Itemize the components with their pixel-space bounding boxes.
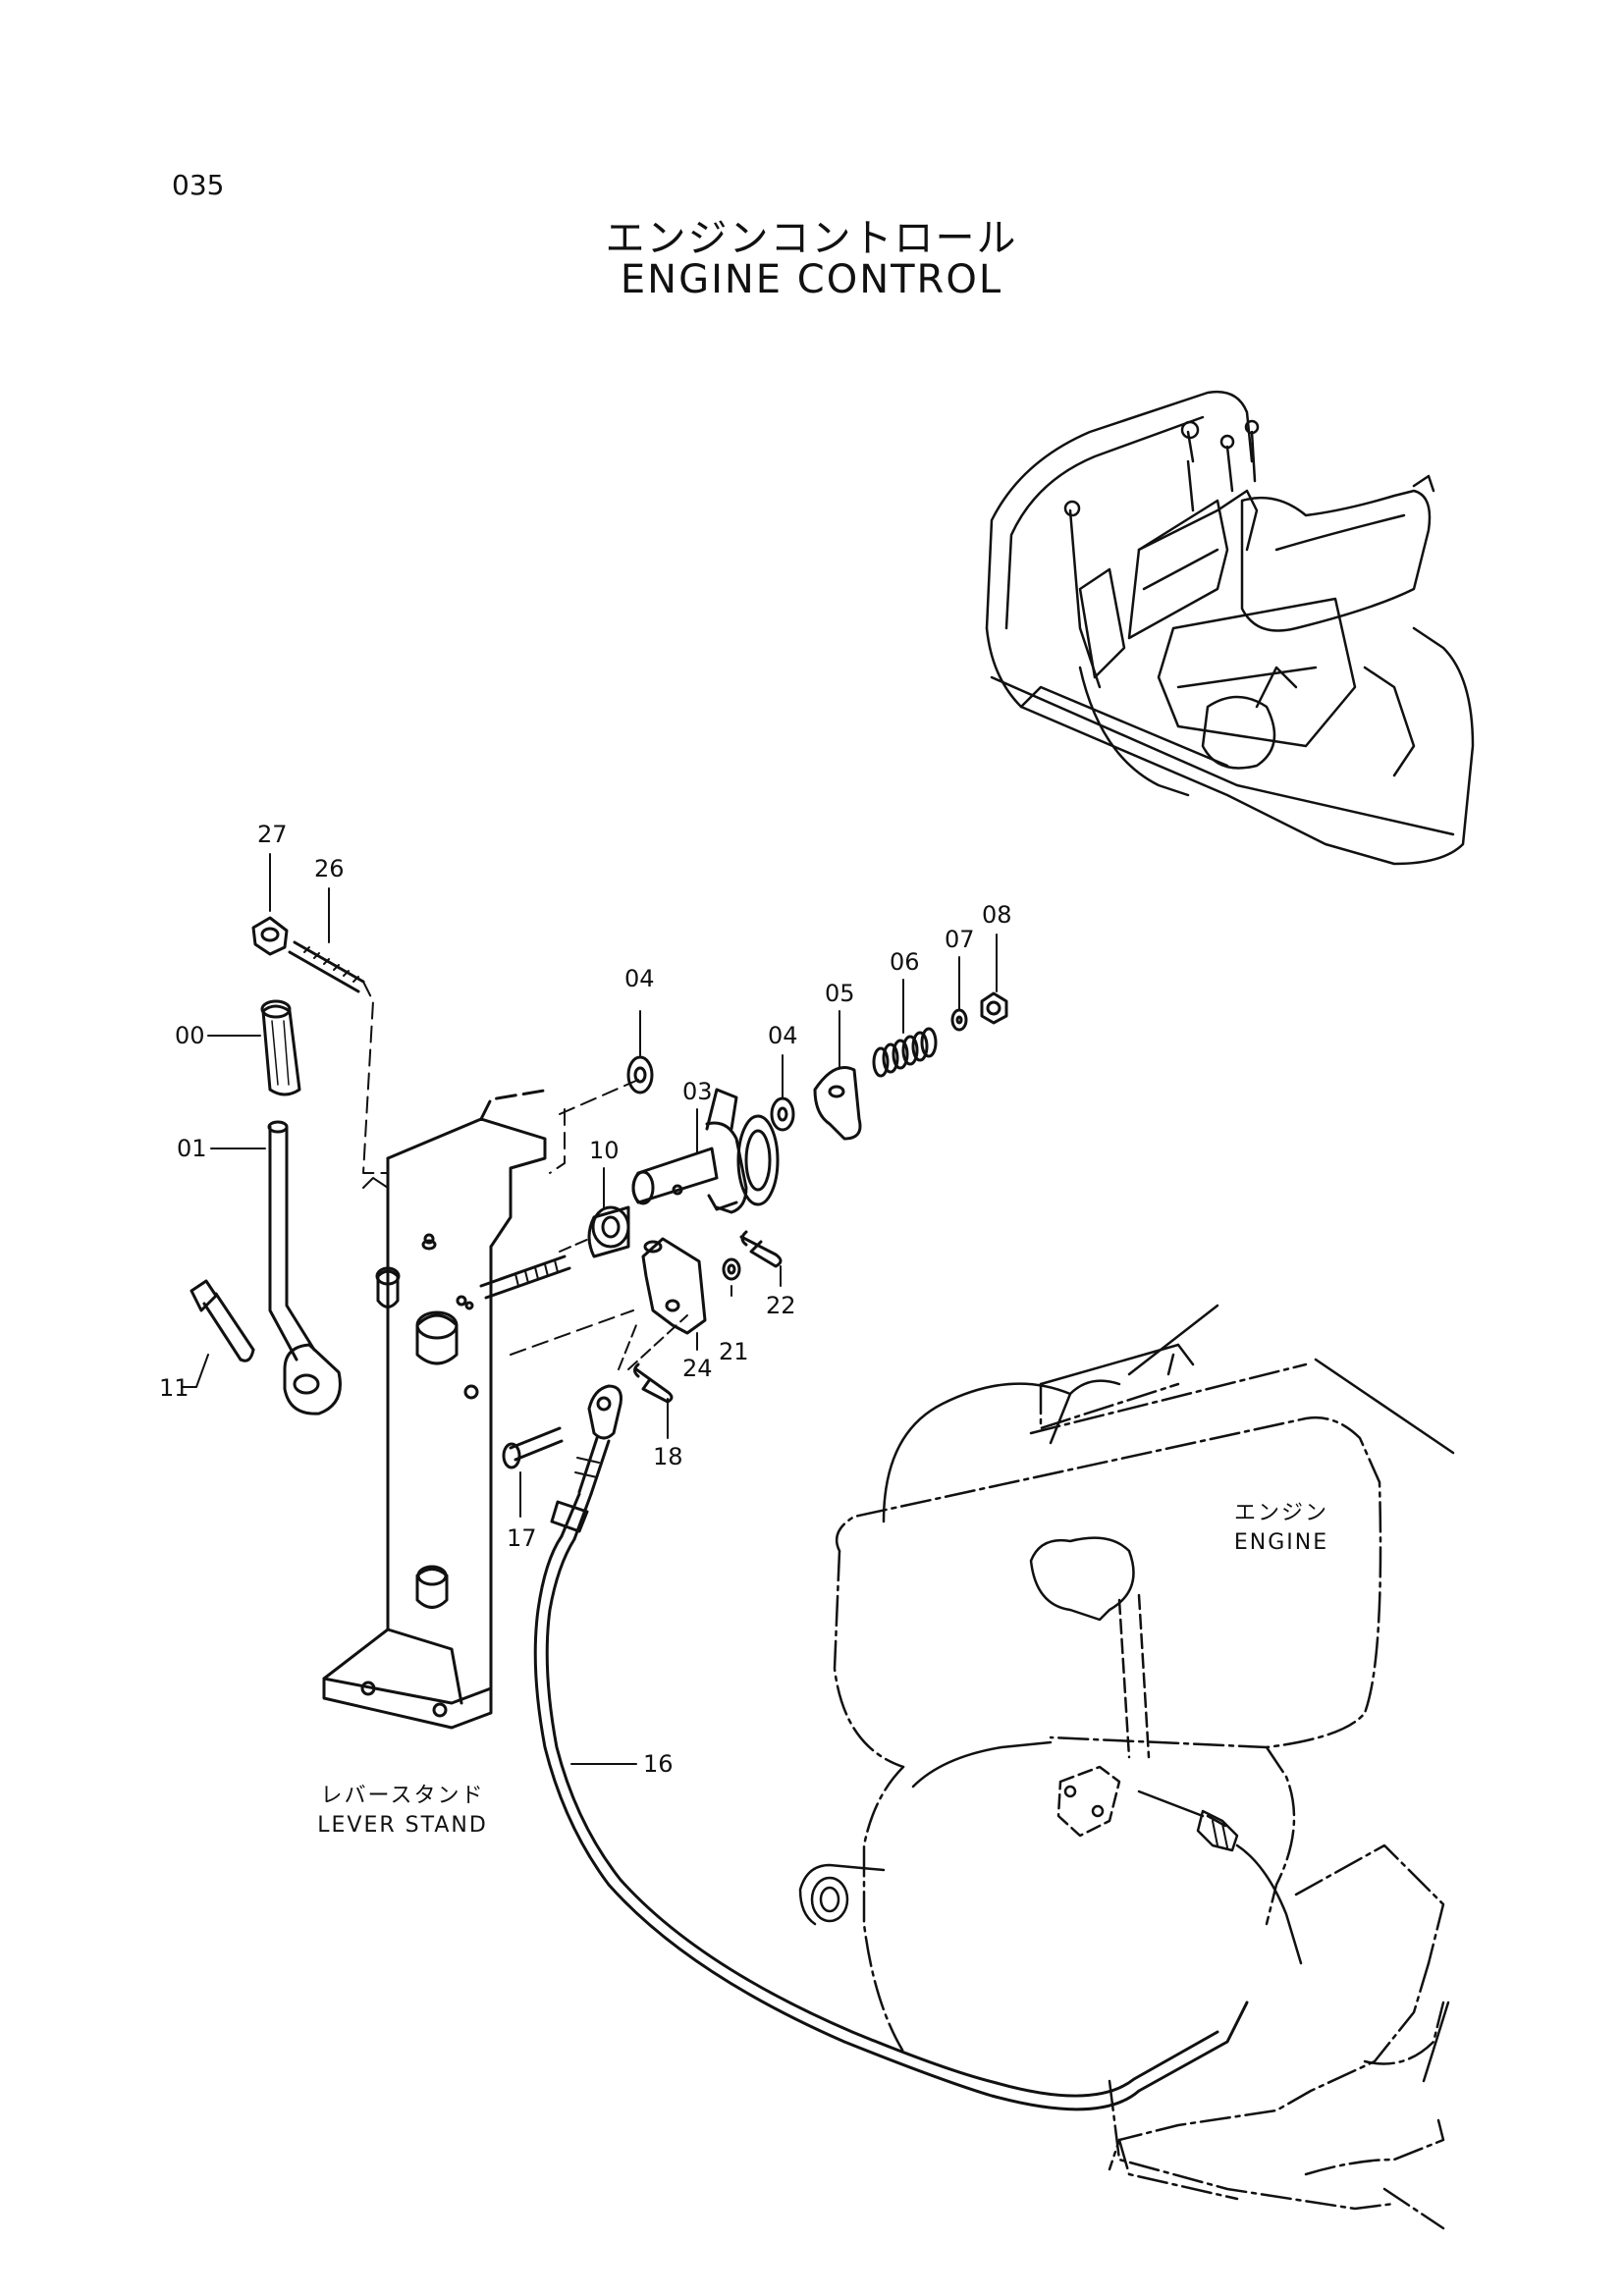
engine-label-jp: エンジン [1233, 1501, 1328, 1525]
part-03-shaft [631, 1088, 780, 1214]
part-26-stud [288, 940, 389, 1174]
part-08-nut [980, 991, 1008, 1025]
callout-05: 05 [825, 980, 855, 1007]
callout-04-right: 04 [768, 1022, 798, 1049]
engine-note: エンジン ENGINE [1208, 1499, 1355, 1558]
part-24-link-bracket [641, 1237, 707, 1335]
callout-06: 06 [890, 948, 920, 976]
callout-08: 08 [982, 901, 1012, 929]
part-22-clip [739, 1230, 783, 1268]
machine-overview-inset [985, 390, 1475, 866]
part-27-nut [251, 916, 289, 956]
callout-03: 03 [682, 1078, 713, 1105]
callout-16: 16 [643, 1750, 674, 1778]
callout-leaders [181, 853, 998, 1765]
callout-21: 21 [719, 1338, 749, 1365]
page-title-english: ENGINE CONTROL [620, 257, 1003, 302]
lever-stand-bracket [322, 1088, 552, 1730]
part-21-washer [722, 1257, 741, 1281]
part-11-bolt [189, 1279, 255, 1362]
part-16-control-cable [533, 1314, 1249, 2111]
callout-numbers: 27 26 00 01 11 04 03 04 05 06 07 08 10 2… [159, 821, 1012, 1778]
part-01-control-lever [267, 1120, 342, 1415]
callout-18: 18 [653, 1443, 683, 1470]
lever-stand-label-en: LEVER STAND [317, 1813, 488, 1838]
callout-04-left: 04 [624, 965, 655, 992]
part-06-spring [872, 1027, 938, 1078]
callout-00: 00 [175, 1022, 205, 1049]
callout-07: 07 [945, 926, 975, 953]
page-title-japanese: エンジンコントロール [605, 216, 1018, 261]
part-00-lever-knob [260, 999, 301, 1096]
engine-label-en: ENGINE [1233, 1530, 1329, 1555]
part-07-washer [950, 1008, 968, 1032]
callout-01: 01 [177, 1135, 207, 1162]
callout-11: 11 [159, 1374, 189, 1402]
part-10-collar [479, 1205, 630, 1300]
part-17-clevis-pin [502, 1309, 634, 1469]
callout-22: 22 [766, 1292, 796, 1319]
engine-outline [798, 1304, 1455, 2230]
part-04-washer-right [770, 1096, 795, 1132]
part-18-clip [633, 1362, 674, 1404]
page-number: 035 [172, 169, 225, 201]
lever-stand-note: レバースタンド LEVER STAND [295, 1782, 511, 1841]
callout-10: 10 [589, 1137, 620, 1164]
lever-stand-label-jp: レバースタンド [320, 1784, 485, 1808]
callout-26: 26 [314, 855, 345, 882]
callout-27: 27 [257, 821, 288, 848]
callout-24: 24 [682, 1355, 713, 1382]
part-04-washer-left [549, 1055, 654, 1174]
callout-17: 17 [507, 1524, 537, 1552]
part-05-bracket [813, 1066, 862, 1141]
